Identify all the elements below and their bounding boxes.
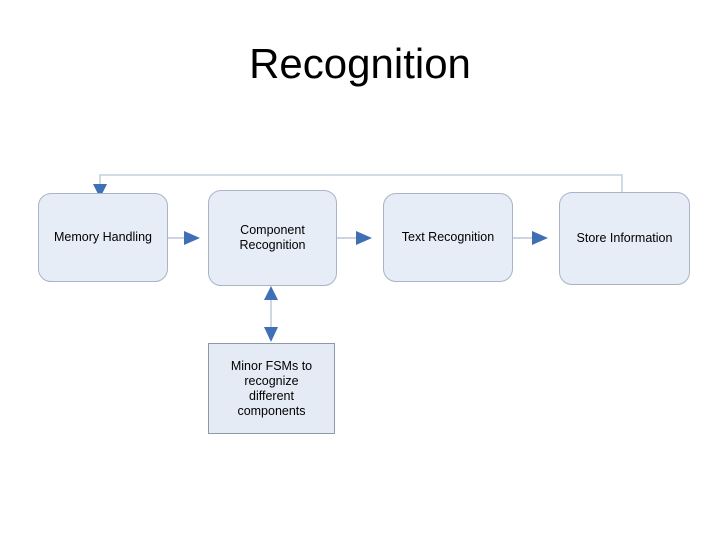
node-component-recognition-label: Component Recognition — [239, 223, 306, 252]
node-component-recognition[interactable]: Component Recognition — [208, 190, 337, 286]
edge-memory-to-component — [168, 231, 200, 245]
node-minor-fsms[interactable]: Minor FSMs to recognize different compon… — [208, 343, 335, 434]
page-title: Recognition — [249, 40, 471, 87]
edge-text-to-store — [513, 231, 548, 245]
node-memory-handling[interactable]: Memory Handling — [38, 193, 168, 282]
node-text-recognition-label: Text Recognition — [401, 230, 495, 244]
node-memory-handling-label: Memory Handling — [54, 230, 152, 244]
node-store-information[interactable]: Store Information — [559, 192, 690, 285]
edge-store-to-memory-feedback — [93, 174, 623, 198]
edge-component-to-text — [337, 231, 372, 245]
node-store-information-label: Store Information — [576, 231, 673, 245]
node-text-recognition[interactable]: Text Recognition — [383, 193, 513, 282]
edge-component-fsms — [264, 286, 278, 342]
node-minor-fsms-label: Minor FSMs to recognize different compon… — [230, 358, 313, 418]
